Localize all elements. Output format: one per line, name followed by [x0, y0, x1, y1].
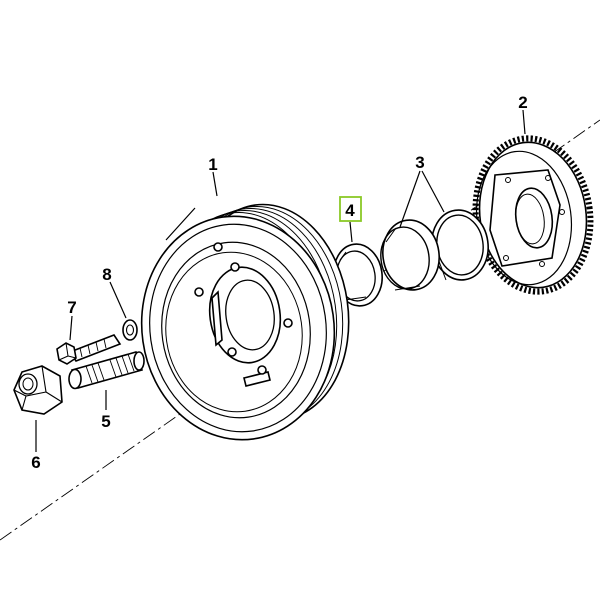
callout-5: 5 [101, 412, 110, 431]
crankshaft-pulley[interactable] [127, 194, 362, 452]
leader-lines [35, 109, 526, 452]
spacer-callout-highlight [339, 196, 362, 222]
leader-line-3b [421, 170, 445, 213]
stud[interactable] [68, 351, 145, 390]
leader-line-8 [109, 281, 127, 319]
washer[interactable] [122, 319, 138, 341]
leader-line-4 [349, 221, 353, 243]
callout-8: 8 [102, 265, 111, 284]
hex-nut[interactable] [13, 365, 63, 415]
leader-line-3a [399, 170, 421, 228]
leader-line-1 [212, 171, 218, 197]
leader-line-7 [69, 315, 73, 341]
callout-6: 6 [31, 453, 40, 472]
callout-7: 7 [67, 298, 76, 317]
sprocket-wheel[interactable] [466, 131, 600, 299]
leader-line-2 [522, 109, 526, 135]
seal-ring-front[interactable] [377, 216, 444, 293]
bolt[interactable] [56, 334, 122, 365]
callout-4: 4 [345, 201, 355, 220]
callout-2: 2 [518, 93, 527, 112]
callout-3: 3 [415, 153, 424, 172]
callout-1: 1 [208, 155, 217, 174]
